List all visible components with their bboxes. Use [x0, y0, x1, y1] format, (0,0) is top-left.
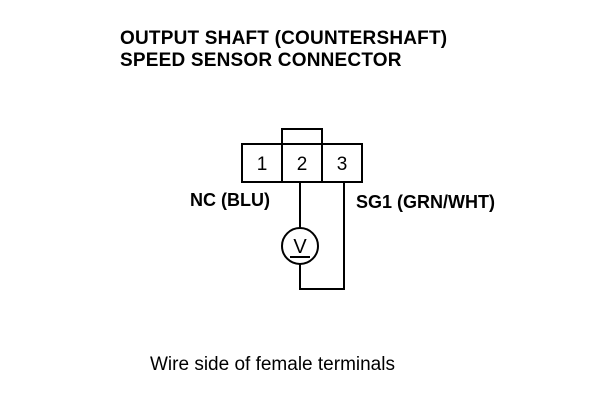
connector-lock-tab [281, 128, 323, 145]
terminal-3-cell [321, 143, 363, 183]
title-line-1: OUTPUT SHAFT (COUNTERSHAFT) [120, 28, 448, 49]
terminal-3-number: 3 [337, 154, 348, 175]
terminal-3-wire-label: SG1 (GRN/WHT) [356, 192, 495, 212]
view-caption: Wire side of female terminals [150, 354, 395, 375]
probe-wire-terminal-3 [299, 182, 345, 290]
connector-body [241, 143, 363, 183]
title-line-2: SPEED SENSOR CONNECTOR [120, 50, 402, 71]
terminal-2-number: 2 [297, 154, 308, 175]
diagram-title: OUTPUT SHAFT (COUNTERSHAFT) SPEED SENSOR… [120, 28, 447, 72]
terminal-1-wire-label: NC (BLU) [190, 190, 270, 210]
terminal-1-number: 1 [257, 154, 268, 175]
voltmeter-symbol: V [293, 236, 307, 258]
terminal-1-cell [241, 143, 283, 183]
voltmeter-icon: V [281, 227, 319, 265]
